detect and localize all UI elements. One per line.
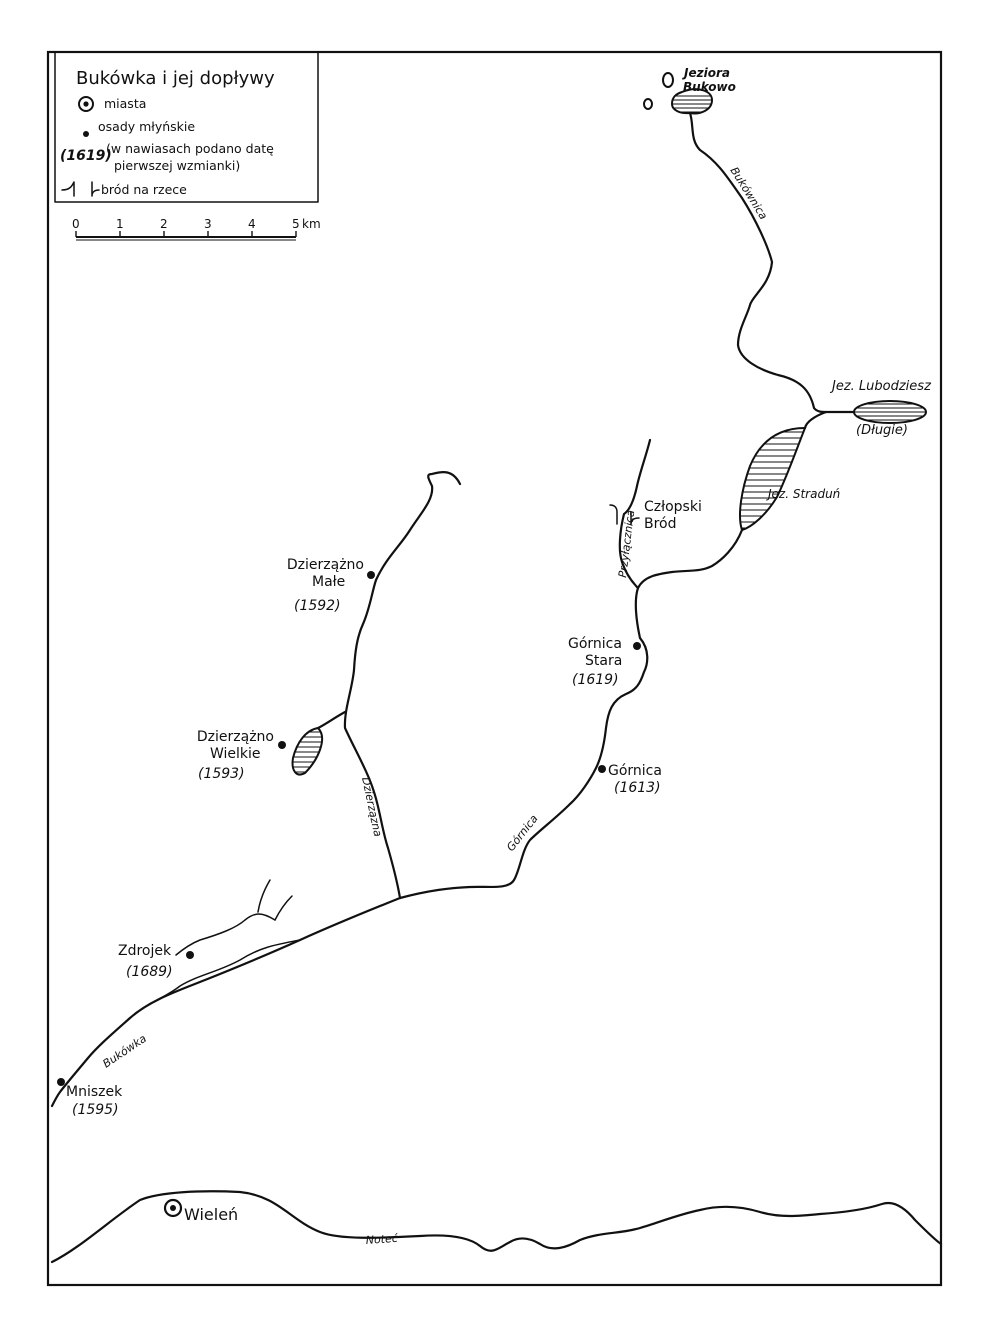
map-frame: [46, 50, 943, 1287]
mill-gornica: [598, 765, 606, 773]
label-czlopski-1: Człopski: [644, 499, 702, 515]
label-dzierzazno-male-1: Dzierzążno: [287, 557, 364, 573]
label-dlugie: (Długie): [856, 423, 908, 438]
label-dzierzazno-male-2: Małe: [312, 574, 345, 590]
label-river-gornica: Górnica: [504, 812, 541, 854]
legend-town-label: miasta: [104, 96, 146, 111]
lake-bukowo: [643, 72, 714, 115]
legend: Bukówka i jej dopływy miasta osady młyńs…: [54, 51, 319, 203]
label-mniszek-date: (1595): [72, 1102, 119, 1118]
river-zdrojek-upper: [175, 913, 276, 956]
label-lubodziesz: Jez. Lubodziesz: [829, 379, 932, 394]
label-dzierzazno-wielkie-1: Dzierzążno: [197, 729, 274, 745]
scale-unit: km: [302, 217, 321, 231]
label-river-bukownica: Bukównica: [727, 165, 770, 223]
scale-bar: 0 1 2 3 4 5 km: [72, 217, 321, 241]
lake-stradun: [739, 426, 807, 532]
label-dzierzazno-wielkie-date: (1593): [198, 766, 245, 782]
label-gornica-stara-date: (1619): [572, 672, 619, 688]
label-gornica-date: (1613): [614, 780, 661, 796]
legend-mill-label: osady młyńskie: [98, 119, 195, 134]
scale-tick-4: 4: [248, 217, 256, 231]
river-main: [50, 528, 744, 1108]
mill-gornica-stara: [633, 642, 641, 650]
legend-box: [54, 51, 319, 203]
label-mniszek-1: Mniszek: [66, 1084, 123, 1100]
town-symbol-icon: [78, 96, 94, 112]
label-dzierzazno-male-date: (1592): [294, 598, 341, 614]
river-zdrojek-arm: [149, 939, 301, 1005]
legend-mill-note-1: (w nawiasach podano datę: [106, 141, 274, 156]
scale-tick-1: 1: [116, 217, 124, 231]
label-river-dzierzazna: Dzierzązna: [359, 776, 384, 838]
mill-symbol-icon: [83, 131, 89, 137]
label-zdrojek-date: (1689): [126, 964, 173, 980]
label-dzierzazno-wielkie-2: Wielkie: [210, 746, 261, 762]
label-wielen: Wieleń: [184, 1205, 238, 1224]
label-czlopski-2: Bród: [644, 516, 677, 532]
scale-tick-3: 3: [204, 217, 212, 231]
mill-zdrojek: [186, 951, 194, 959]
lake-bukowo-small-west: [643, 98, 653, 110]
label-bukowo-2: Bukowo: [683, 80, 736, 94]
label-river-notec: Noteć: [365, 1232, 399, 1247]
town-symbol-dot-icon: [83, 101, 89, 107]
label-gornica-1: Górnica: [608, 763, 662, 779]
label-stradun: Jez. Straduń: [766, 487, 840, 501]
legend-mill-note-2: pierwszej wzmianki): [114, 158, 240, 173]
mill-dzierzazno-male: [367, 571, 375, 579]
legend-ford-label: bród na rzece: [101, 182, 187, 197]
mill-dzierzazno-wielkie: [278, 741, 286, 749]
river-notec: [50, 1190, 943, 1264]
river-dzierzazna: [343, 470, 462, 900]
label-zdrojek-1: Zdrojek: [118, 943, 172, 959]
river-bukownica: [688, 111, 856, 414]
river-przylacznica: [618, 438, 652, 590]
label-gornica-stara-2: Stara: [585, 653, 622, 669]
label-bukowo-1: Jeziora: [682, 66, 730, 80]
label-river-przylacznica: Przyłącznica: [616, 509, 637, 578]
ford-symbol-icon: [61, 181, 100, 197]
label-gornica-stara-1: Górnica: [568, 636, 622, 652]
ford-czlopski-icon: [609, 504, 640, 525]
scale-tick-0: 0: [72, 217, 80, 231]
lake-bukowo-small-north: [662, 72, 674, 88]
scale-tick-2: 2: [160, 217, 168, 231]
legend-title: Bukówka i jej dopływy: [76, 68, 275, 89]
legend-mill-date: (1619): [60, 148, 112, 164]
mill-mniszek: [57, 1078, 65, 1086]
scale-tick-5: 5: [292, 217, 300, 231]
